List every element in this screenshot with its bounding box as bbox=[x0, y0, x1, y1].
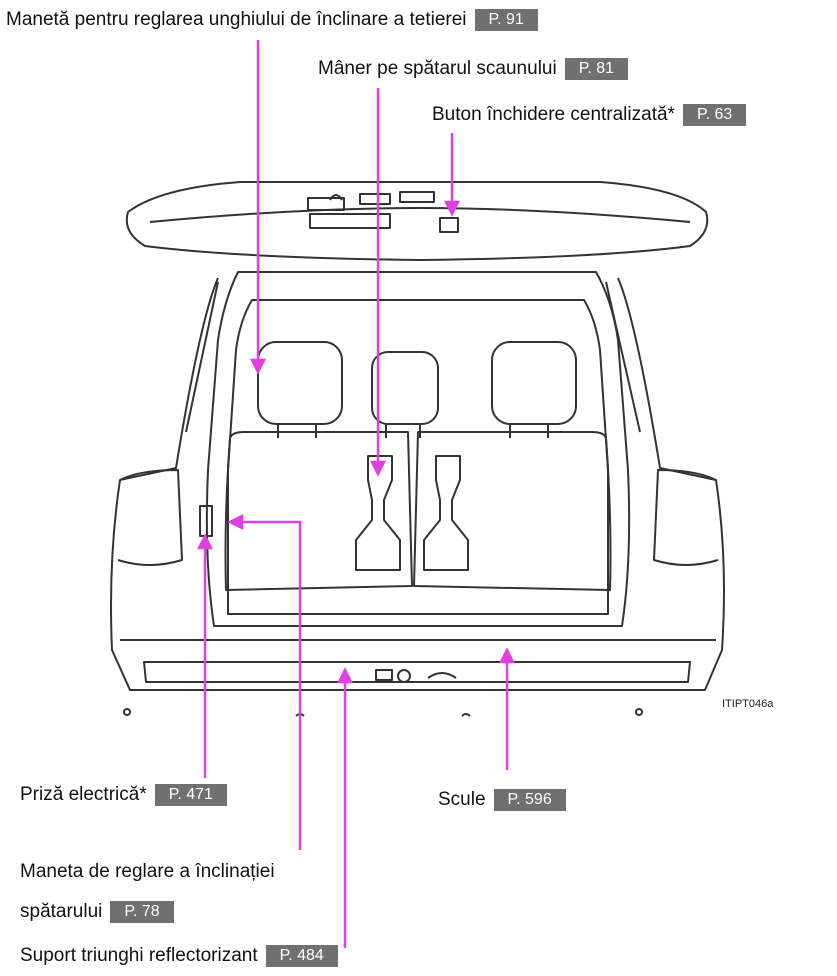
page-ref-headrest[interactable]: P. 91 bbox=[474, 9, 538, 31]
page-ref-recline[interactable]: P. 78 bbox=[110, 901, 174, 923]
callout-seatback-handle: Mâner pe spătarul scaunului P. 81 bbox=[318, 57, 628, 81]
vehicle-body-outline bbox=[110, 277, 725, 691]
callout-recline-lever-text2: spătarului bbox=[20, 901, 103, 922]
callout-seatback-handle-text: Mâner pe spătarul scaunului bbox=[318, 58, 557, 79]
page-ref-power-outlet[interactable]: P. 471 bbox=[154, 784, 227, 806]
page-ref-tools[interactable]: P. 596 bbox=[493, 789, 566, 811]
callout-triangle-holder-text: Suport triunghi reflectorizant bbox=[20, 945, 258, 966]
page-ref-central-lock[interactable]: P. 63 bbox=[682, 104, 747, 126]
asterisk-mark: * bbox=[139, 784, 147, 805]
leader-recline bbox=[232, 520, 302, 850]
seatback-right bbox=[413, 431, 612, 591]
page-ref-triangle[interactable]: P. 484 bbox=[265, 945, 338, 967]
leader-lines bbox=[196, 40, 516, 948]
callout-recline-lever-line1: Maneta de reglare a înclinației bbox=[20, 861, 275, 882]
callout-headrest-lever-text: Manetă pentru reglarea unghiului de încl… bbox=[6, 9, 467, 30]
callout-central-lock-text: Buton închidere centralizată bbox=[432, 104, 668, 125]
callout-power-outlet-text: Priză electrică bbox=[20, 784, 140, 805]
callout-recline-lever: Maneta de reglare a înclinației bbox=[20, 860, 275, 884]
tailgate-outline bbox=[125, 181, 709, 261]
callout-tools-text: Scule bbox=[438, 789, 486, 810]
figure-code: ITIPT046a bbox=[722, 698, 774, 710]
callout-central-lock: Buton închidere centralizată* P. 63 bbox=[432, 103, 747, 127]
callout-power-outlet: Priză electrică* P. 471 bbox=[20, 783, 227, 807]
callout-headrest-lever: Manetă pentru reglarea unghiului de încl… bbox=[6, 8, 538, 32]
callout-triangle-holder: Suport triunghi reflectorizant P. 484 bbox=[20, 944, 338, 968]
seatback-left bbox=[224, 431, 413, 591]
callout-recline-lever-line2: spătarului P. 78 bbox=[20, 900, 174, 924]
callout-tools: Scule P. 596 bbox=[438, 788, 566, 812]
rear-bumper bbox=[143, 661, 691, 683]
page-ref-seatback-handle[interactable]: P. 81 bbox=[564, 58, 628, 80]
asterisk-mark: * bbox=[667, 104, 675, 125]
